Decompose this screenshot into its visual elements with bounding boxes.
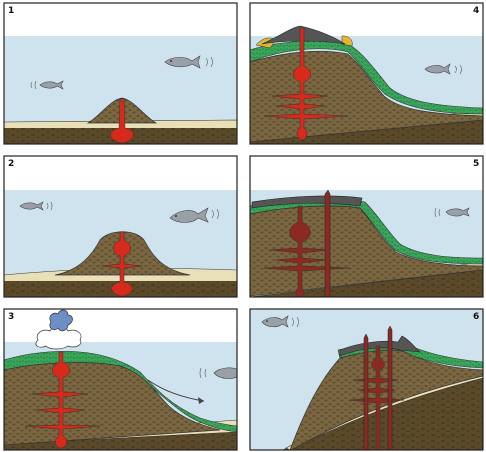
panel-label-6: 6	[473, 312, 479, 322]
magma-chamber	[101, 231, 143, 297]
fish-icon	[261, 315, 299, 328]
fish-icon	[164, 55, 213, 69]
panel-label-1: 1	[8, 6, 14, 16]
dike	[387, 325, 393, 450]
fish-icon	[19, 201, 53, 211]
fish-icon	[424, 63, 462, 75]
magma-chamber	[263, 27, 349, 141]
fish-icon	[30, 80, 64, 90]
panel-label-2: 2	[8, 159, 14, 169]
panel-label-5: 5	[473, 159, 479, 169]
panel-1	[4, 3, 237, 144]
bedrock	[282, 376, 483, 450]
ash-plume-icon	[49, 309, 73, 332]
panel-4	[250, 3, 483, 144]
panel-5	[250, 156, 483, 297]
dike	[363, 333, 369, 450]
magma-conduit	[110, 98, 134, 144]
panel-label-3: 3	[8, 312, 14, 322]
panel-2	[4, 156, 237, 297]
dike	[324, 189, 331, 297]
fish-icon	[169, 207, 219, 223]
arrow-icon	[147, 379, 205, 404]
panel-label-4: 4	[473, 6, 479, 16]
cooled-magma-chamber	[349, 345, 405, 450]
panel-3	[4, 309, 237, 450]
fish-icon	[199, 367, 237, 379]
lava-cap	[251, 195, 363, 209]
cloud-icon	[35, 326, 82, 350]
fish-icon	[434, 207, 470, 218]
magma-chamber	[24, 351, 101, 449]
panel-6	[250, 309, 483, 450]
